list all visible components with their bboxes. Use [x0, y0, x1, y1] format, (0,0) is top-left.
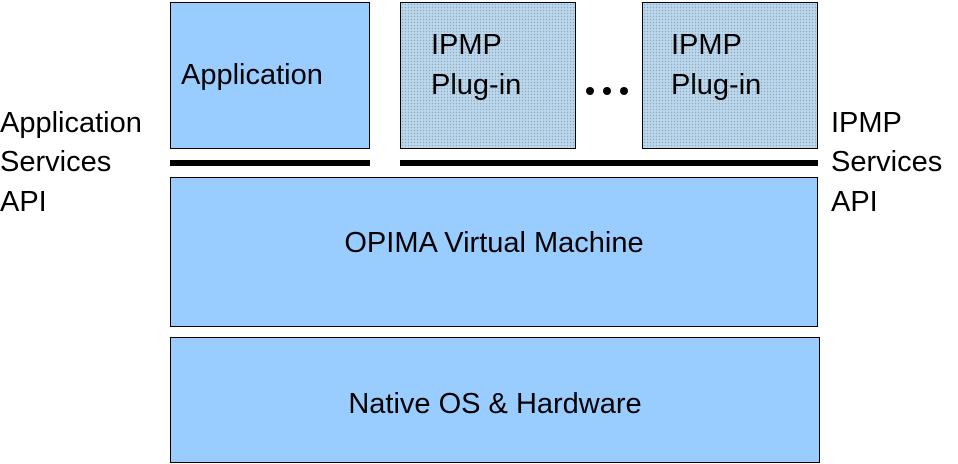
- right-api-line2: Services: [831, 146, 943, 178]
- plugin-label-line1: IPMP: [431, 29, 502, 61]
- vm-layer: OPIMA Virtual Machine: [170, 177, 818, 327]
- application-services-api-line: [170, 160, 370, 166]
- plugin-label-line2: Plug-in: [671, 69, 762, 101]
- application-label: Application: [181, 59, 323, 91]
- ipmp-services-api-line: [400, 160, 818, 166]
- right-api-line1: IPMP: [831, 107, 902, 139]
- left-api-line1: Application: [0, 107, 142, 139]
- ellipsis-dot: [620, 87, 628, 95]
- application-box: Application: [170, 2, 370, 149]
- left-api-line3: API: [0, 186, 47, 218]
- ipmp-plugin-box: IPMP Plug-in: [642, 2, 818, 149]
- plugin-label-line2: Plug-in: [431, 69, 522, 101]
- ipmp-plugin-box: IPMP Plug-in: [400, 2, 576, 149]
- ellipsis: [586, 87, 628, 95]
- vm-layer-label: OPIMA Virtual Machine: [344, 227, 644, 259]
- plugin-label-line1: IPMP: [671, 29, 742, 61]
- ellipsis-dot: [603, 87, 611, 95]
- native-layer-label: Native OS & Hardware: [348, 388, 642, 420]
- left-api-line2: Services: [0, 146, 112, 178]
- right-api-line3: API: [831, 186, 878, 218]
- ellipsis-dot: [586, 87, 594, 95]
- native-layer: Native OS & Hardware: [170, 337, 820, 463]
